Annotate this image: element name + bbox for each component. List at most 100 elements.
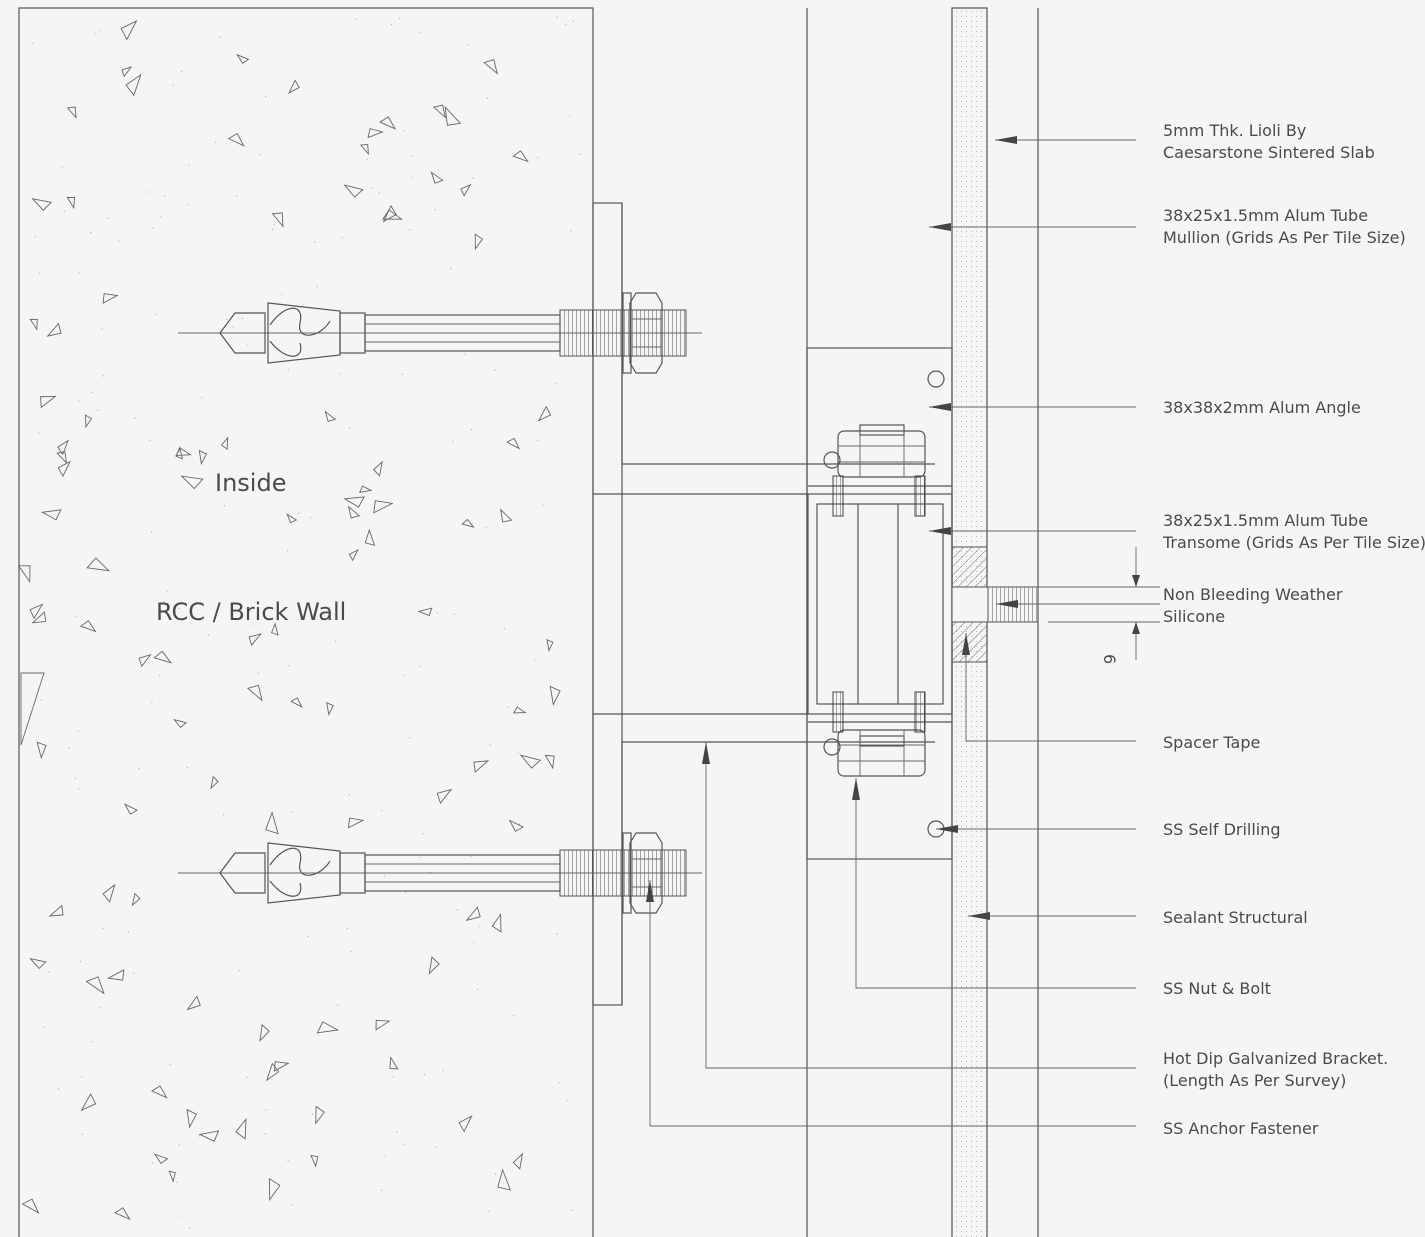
aggregate-mark (428, 956, 440, 975)
aggregate-dot (178, 1144, 180, 1146)
aggregate-mark (500, 508, 513, 523)
aggregate-dot (488, 1210, 490, 1212)
aggregate-mark (235, 1117, 247, 1140)
aggregate-dot (311, 1113, 314, 1115)
aggregate-mark (17, 565, 31, 583)
anchor-fastener-top (178, 292, 702, 374)
aggregate-dot (470, 428, 472, 431)
aggregate-dot (504, 628, 506, 630)
callout-self-drilling-line: SS Self Drilling (1163, 820, 1281, 839)
wall-aggregate-edge (20, 672, 45, 746)
aggregate-dot (537, 156, 539, 159)
aggregate-dot (163, 601, 165, 603)
callout-nut-bolt-line: SS Nut & Bolt (1163, 979, 1271, 998)
aggregate-mark (430, 171, 444, 184)
aggregate-dot (187, 203, 190, 206)
aggregate-dot (396, 1131, 398, 1133)
self-drilling-screw-top (927, 370, 945, 388)
aggregate-mark (29, 958, 47, 970)
aggregate-dot (238, 969, 240, 972)
aggregate-mark (382, 209, 403, 220)
aggregate-dot (316, 285, 318, 288)
aggregate-dot (247, 343, 249, 345)
aggregate-dot (63, 210, 66, 212)
aggregate-mark (358, 485, 373, 493)
aggregate-mark (138, 654, 152, 668)
aggregate-dot (246, 1076, 248, 1078)
aggregate-dot (337, 1004, 339, 1006)
aggregate-dot (34, 236, 36, 238)
aggregate-dot (411, 176, 413, 178)
aggregate-dot (403, 130, 405, 132)
aggregate-mark (180, 475, 204, 490)
aggregate-dot (81, 1133, 83, 1135)
callout-sealant-line: Sealant Structural (1163, 908, 1308, 927)
callout-slab-line: Caesarstone Sintered Slab (1163, 143, 1375, 162)
aggregate-dot (292, 1204, 294, 1206)
aggregate-mark (372, 460, 383, 477)
aggregate-mark (483, 59, 498, 75)
aggregate-dot (434, 209, 436, 211)
aggregate-mark (436, 788, 453, 804)
aggregate-dot (90, 232, 92, 234)
aggregate-mark (210, 775, 219, 790)
aggregate-mark (29, 603, 44, 620)
aggregate-mark (114, 1207, 131, 1221)
aggregate-dot (40, 754, 42, 756)
aggregate-dot (281, 293, 283, 296)
aggregate-dot (470, 855, 472, 857)
aggregate-dot (219, 36, 221, 38)
callout-mullion-line: 38x25x1.5mm Alum Tube (1163, 206, 1368, 225)
aggregate-mark (474, 233, 484, 251)
aggregate-mark (273, 1061, 290, 1072)
aggregate-dot (453, 613, 456, 615)
aggregate-dot (38, 432, 40, 434)
aggregate-dot (201, 396, 203, 398)
aggregate-dot (79, 903, 81, 905)
aggregate-dot (556, 933, 558, 935)
aggregate-mark (248, 633, 262, 647)
aggregate-dot (287, 1160, 289, 1162)
joint-dimension-value: 6 (1100, 654, 1119, 664)
aggregate-dot (172, 84, 174, 86)
aggregate-dot (517, 752, 519, 754)
aggregate-dot (381, 810, 383, 812)
aggregate-mark (290, 697, 303, 708)
aggregate-dot (169, 1064, 171, 1066)
callout-angle-line: 38x38x2mm Alum Angle (1163, 398, 1361, 417)
aggregate-mark (227, 132, 245, 147)
aggregate-dot (198, 1135, 201, 1137)
callout-sealant: Sealant Structural (1163, 908, 1308, 927)
aggregate-mark (460, 183, 472, 197)
aggregate-dot (91, 391, 93, 394)
aggregate-dot (224, 504, 226, 507)
aggregate-dot (418, 665, 421, 668)
aggregate-mark (506, 437, 521, 450)
aggregate-dot (134, 417, 136, 419)
aggregate-dot (91, 1041, 93, 1043)
aggregate-dot (259, 154, 261, 156)
aggregate-dot (471, 523, 473, 525)
aggregate-mark (85, 414, 93, 429)
aggregate-dot (257, 672, 260, 674)
aggregate-mark (288, 79, 300, 94)
aggregate-mark (40, 509, 62, 521)
aggregate-mark (173, 718, 187, 729)
aggregate-mark (31, 611, 47, 624)
callout-self-drilling: SS Self Drilling (1163, 820, 1281, 839)
aggregate-dot (149, 439, 151, 442)
aggregate-mark (508, 819, 524, 833)
aggregate-dot (133, 972, 135, 974)
aggregate-mark (389, 1056, 399, 1070)
aggregate-dot (533, 659, 536, 662)
aggregate-dot (555, 383, 558, 385)
aggregate-mark (265, 811, 279, 835)
aggregate-dot (40, 699, 43, 701)
rcc-brick-wall: Inside RCC / Brick Wall (17, 7, 594, 1237)
aggregate-mark (106, 969, 125, 981)
aggregate-dot (97, 409, 99, 411)
aggregate-mark (546, 638, 554, 652)
